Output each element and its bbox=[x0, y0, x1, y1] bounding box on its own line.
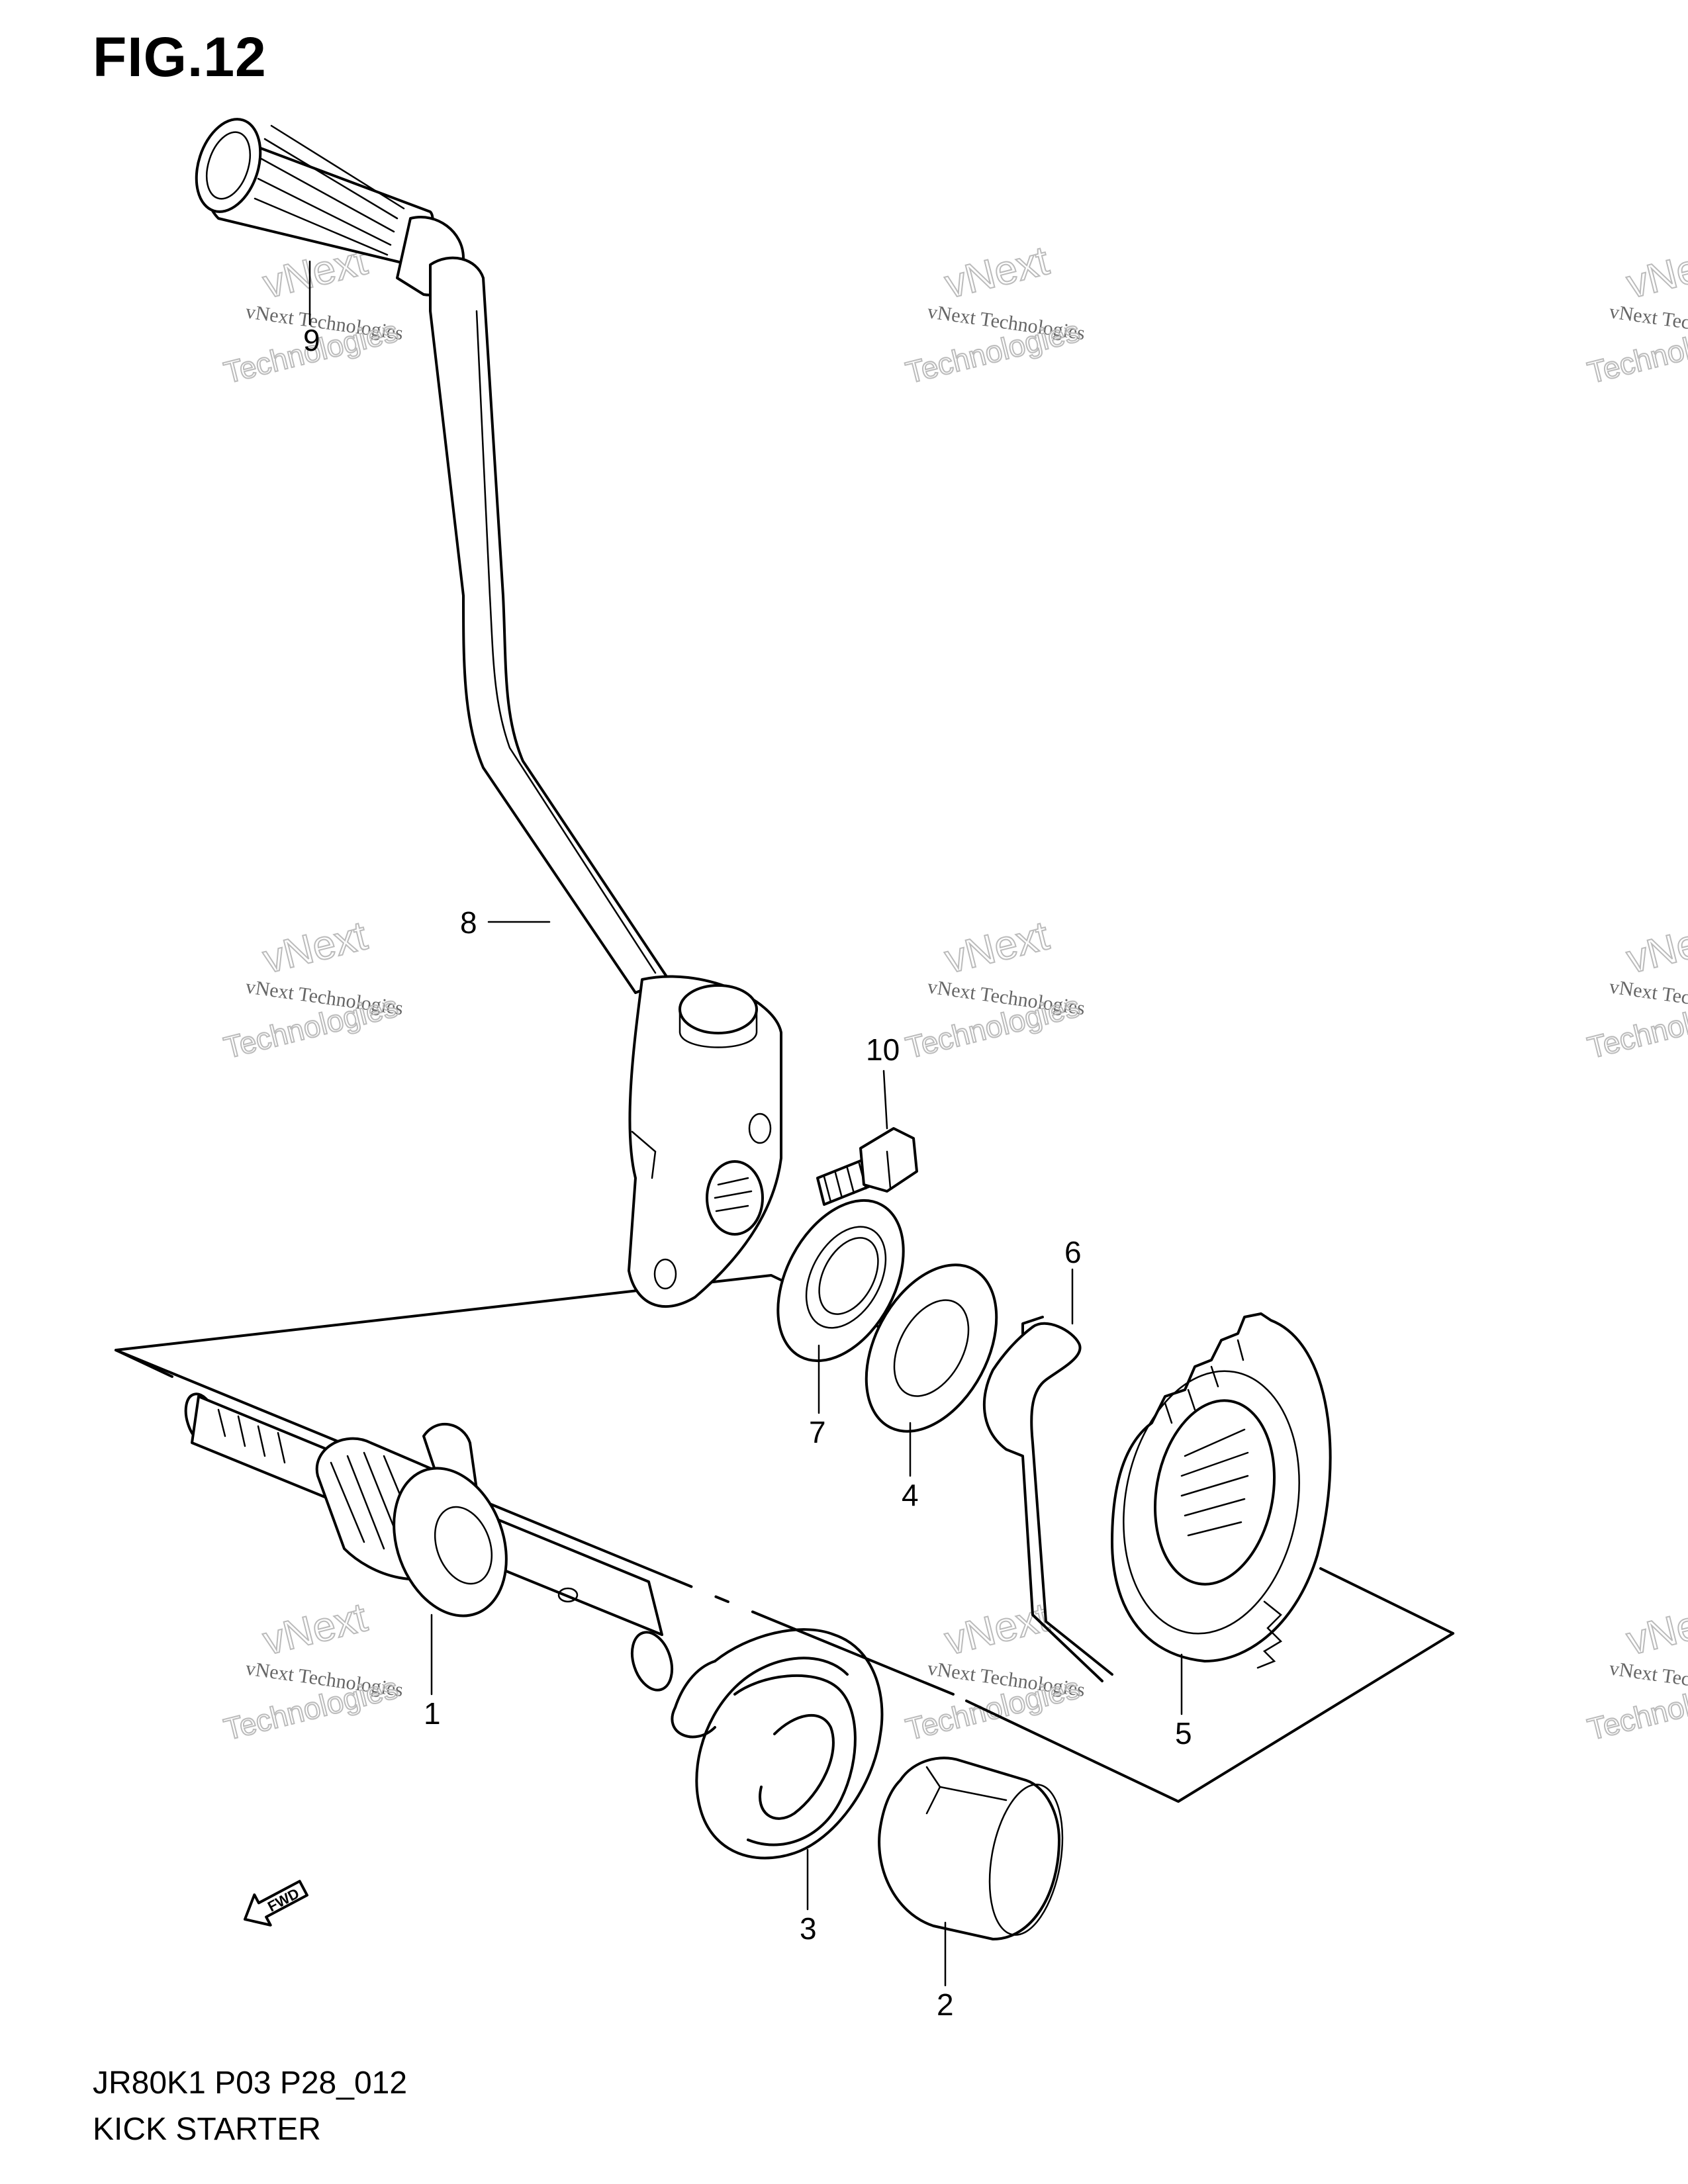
svg-text:vNext: vNext bbox=[1622, 1594, 1688, 1664]
part-5-kick-gear bbox=[1111, 1312, 1332, 1669]
callout-2: 2 bbox=[937, 1987, 954, 2022]
diagram-name: KICK STARTER bbox=[93, 2112, 321, 2147]
watermark: vNext vNext Technologies Technologies bbox=[902, 1594, 1086, 1747]
svg-text:vNext: vNext bbox=[941, 1594, 1053, 1664]
watermark: vNext vNext Technologies Technologies bbox=[1583, 912, 1688, 1066]
callout-5: 5 bbox=[1175, 1716, 1192, 1751]
callout-1: 1 bbox=[424, 1696, 441, 1731]
watermark: vNext vNext Technologies Technologies bbox=[902, 912, 1086, 1066]
part-3-return-spring bbox=[671, 1628, 884, 1860]
part-6-spring-clip bbox=[982, 1316, 1113, 1682]
plane-bottom-edge bbox=[965, 1632, 1454, 1803]
plane-right-edge-upper bbox=[1319, 1567, 1454, 1635]
part-2-collar bbox=[878, 1756, 1064, 1940]
watermark: vNext vNext Technologies Technologies bbox=[1583, 237, 1688, 390]
part-1-kick-shaft bbox=[184, 1392, 674, 1692]
callout-10: 10 bbox=[866, 1032, 900, 1067]
part-7-oil-seal bbox=[776, 1199, 905, 1363]
callout-6: 6 bbox=[1064, 1235, 1082, 1269]
svg-text:vNext: vNext bbox=[1622, 913, 1688, 982]
callout-7: 7 bbox=[809, 1415, 826, 1449]
callout-3: 3 bbox=[800, 1911, 817, 1946]
part-4-washer bbox=[865, 1263, 998, 1433]
callout-9: 9 bbox=[303, 323, 320, 357]
leader-lines bbox=[308, 260, 1183, 1987]
part-8-kick-lever bbox=[429, 256, 782, 1308]
svg-text:vNext: vNext bbox=[1622, 238, 1688, 307]
leader-10 bbox=[882, 1069, 888, 1130]
plane-center-axis bbox=[115, 1349, 955, 1696]
svg-text:vNext: vNext bbox=[259, 1594, 371, 1664]
watermark: vNext vNext Technologies Technologies bbox=[220, 237, 404, 390]
svg-text:vNext: vNext bbox=[941, 238, 1053, 307]
watermark: vNext vNext Technologies Technologies bbox=[220, 912, 404, 1066]
watermark: vNext vNext Technologies Technologies bbox=[902, 237, 1086, 390]
watermark: vNext vNext Technologies Technologies bbox=[1583, 1594, 1688, 1747]
callouts: 9 8 10 6 7 4 5 1 3 2 bbox=[303, 323, 1192, 2022]
part-10-bolt bbox=[816, 1127, 918, 1206]
svg-text:vNext: vNext bbox=[941, 913, 1053, 982]
callout-8: 8 bbox=[460, 905, 477, 940]
figure-title: FIG.12 bbox=[93, 26, 267, 88]
diagram-code: JR80K1 P03 P28_012 bbox=[93, 2066, 408, 2101]
fwd-arrow-icon: FWD bbox=[244, 1880, 308, 1927]
watermark: vNext vNext Technologies Technologies bbox=[220, 1594, 404, 1747]
callout-4: 4 bbox=[902, 1478, 919, 1512]
svg-text:vNext: vNext bbox=[259, 913, 371, 982]
